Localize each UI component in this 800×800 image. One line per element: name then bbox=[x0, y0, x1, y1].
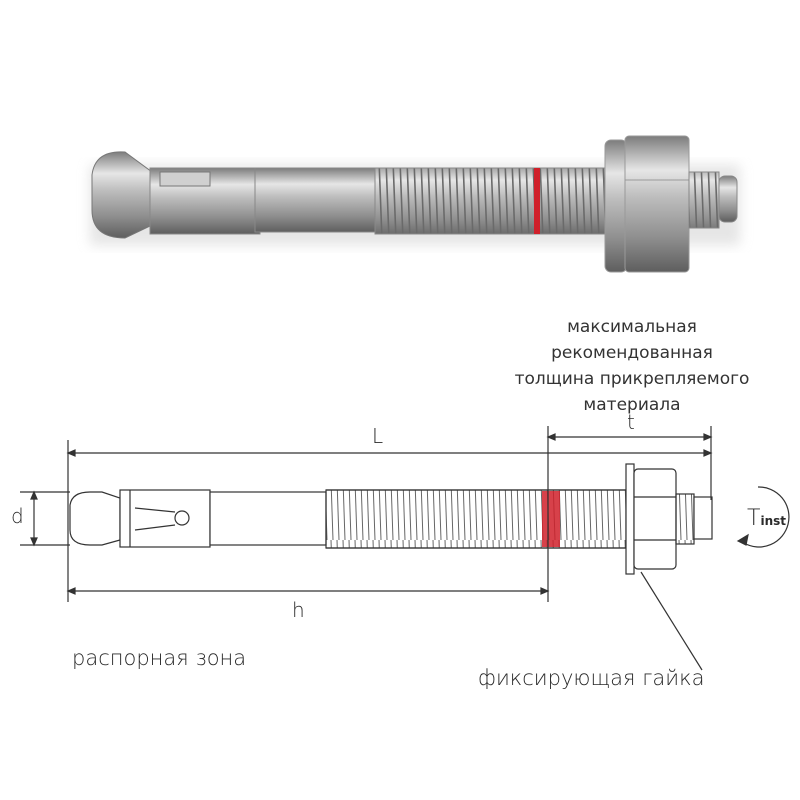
note-line: максимальная bbox=[567, 317, 697, 337]
anchor-bolt-drawing bbox=[20, 426, 790, 671]
note-line: рекомендованная bbox=[551, 343, 713, 363]
red-marking-band bbox=[534, 168, 540, 234]
note-line: материала bbox=[583, 395, 681, 415]
torque-label: Tinst bbox=[747, 506, 786, 531]
note-line: толщина прикрепляемого bbox=[514, 369, 750, 389]
nut-leader-line bbox=[640, 571, 703, 671]
dimension-L-label: L bbox=[372, 424, 384, 448]
red-marking-band bbox=[542, 491, 560, 547]
dimension-t-label: t bbox=[627, 410, 635, 434]
dimension-d-label: d bbox=[11, 504, 24, 528]
torque-symbol: T bbox=[747, 506, 761, 531]
expansion-zone-label: распорная зона bbox=[72, 646, 247, 670]
torque-subscript: inst bbox=[760, 514, 786, 528]
max-thickness-note: максимальная рекомендованная толщина при… bbox=[492, 314, 772, 418]
anchor-bolt-photo bbox=[90, 135, 740, 273]
fixing-nut-label: фиксирующая гайка bbox=[478, 666, 705, 690]
dimension-h-label: h bbox=[292, 598, 305, 622]
torque-arrow-icon bbox=[743, 486, 790, 548]
